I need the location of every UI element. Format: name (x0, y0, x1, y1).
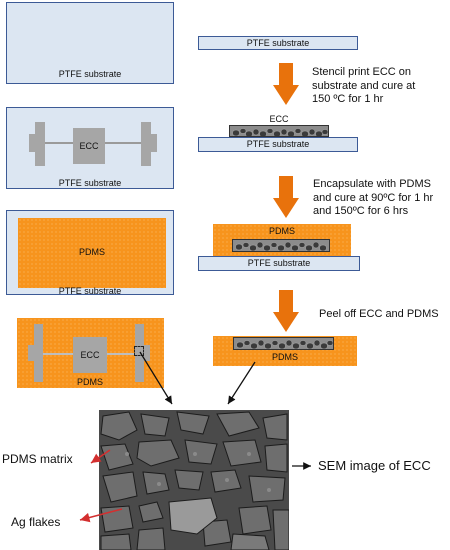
down-arrow-icon (273, 176, 299, 218)
step-2-line-1: Encapsulate with PDMS (313, 178, 431, 190)
ecc-label: ECC (80, 350, 100, 360)
ecc-pad-left-tab (29, 134, 35, 152)
ecc-pad-right-tab (151, 134, 157, 152)
ecc-pad-right-tab (144, 345, 150, 361)
ecc-layer (233, 337, 334, 350)
ptfe-substrate-cross-section-2: PTFE substrate (198, 137, 358, 152)
sem-image (99, 410, 289, 550)
ecc-pad-left (34, 324, 43, 382)
ecc-pad-left (35, 122, 45, 166)
pdms-label: PDMS (76, 377, 103, 387)
ptfe-substrate-panel-1: PTFE substrate (6, 2, 174, 84)
down-arrow-icon (273, 290, 299, 332)
step-1-line-1: Stencil print ECC on (312, 66, 412, 78)
zoom-box (134, 346, 144, 356)
pdms-label: PDMS (271, 352, 298, 362)
ecc-label: ECC (79, 141, 99, 151)
sem-caption: SEM image of ECC (318, 458, 431, 473)
step-2-line-2: and cure at 90ºC for 1 hr (313, 191, 434, 204)
ecc-pad-right (135, 324, 144, 382)
step-1-text: Stencil print ECC on substrate and cure … (312, 66, 415, 107)
peeled-pdms-panel: ECC PDMS (17, 318, 164, 388)
ecc-pad-center (73, 128, 105, 164)
ecc-pad-left-tab (28, 345, 34, 361)
ptfe-substrate-cross-section-1: PTFE substrate (198, 36, 358, 50)
ecc-pad-center (73, 337, 107, 373)
pdms-matrix-label: PDMS matrix (2, 452, 73, 466)
ptfe-substrate-label: PTFE substrate (58, 178, 122, 188)
ag-flakes-label: Ag flakes (11, 515, 61, 529)
ptfe-substrate-label: PTFE substrate (58, 69, 122, 79)
step-2-text: Encapsulate with PDMS and cure at 90ºC f… (313, 178, 433, 219)
ptfe-substrate-panel-2: ECC PTFE substrate (6, 107, 174, 189)
ptfe-substrate-label: PTFE substrate (247, 258, 311, 268)
ecc-pad-right (141, 122, 151, 166)
ecc-label: ECC (269, 114, 289, 124)
ag-flake-large (168, 497, 218, 535)
zoom-arrow-left (139, 351, 173, 405)
ptfe-substrate-label: PTFE substrate (246, 139, 310, 149)
silver-flakes-icon (236, 339, 333, 349)
ptfe-substrate-label: PTFE substrate (246, 38, 310, 48)
pdms-matrix-pointer (90, 449, 111, 464)
pdms-layer (18, 218, 166, 288)
down-arrow-icon (273, 63, 299, 105)
pdms-label: PDMS (268, 226, 295, 236)
ptfe-substrate-label: PTFE substrate (58, 286, 122, 296)
sem-micrograph (99, 410, 289, 550)
silver-flakes-icon (235, 241, 327, 251)
ptfe-substrate-cross-section-3: PTFE substrate (198, 256, 360, 271)
step-3-text: Peel off ECC and PDMS (319, 308, 439, 322)
silver-flakes-icon (232, 128, 328, 136)
ecc-layer (229, 125, 329, 137)
ecc-layer (232, 239, 330, 252)
pdms-label: PDMS (78, 247, 105, 257)
step-3-line-1: Peel off ECC and PDMS (319, 308, 439, 320)
step-1-line-3: 150 ºC for 1 hr (312, 93, 384, 105)
ptfe-substrate-panel-3: PDMS PTFE substrate (6, 210, 174, 296)
ag-flakes-pointer (79, 508, 123, 523)
step-1-line-2: substrate and cure at (312, 79, 416, 92)
zoom-arrow-right (227, 361, 256, 405)
step-2-line-3: and 150ºC for 6 hrs (313, 205, 409, 217)
